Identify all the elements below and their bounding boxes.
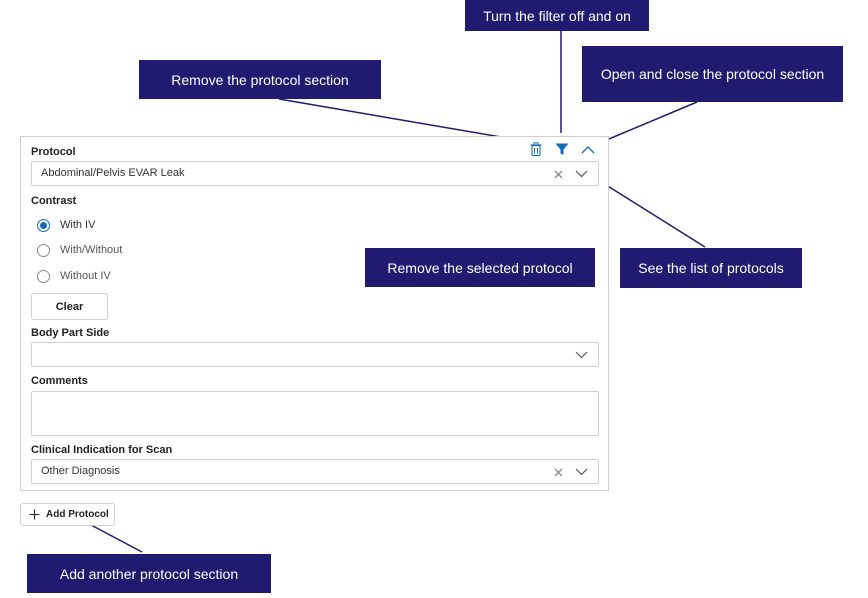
contrast-option-without-iv[interactable]: Without IV bbox=[37, 268, 111, 284]
callout-add-section: Add another protocol section bbox=[27, 554, 271, 593]
callout-see-list: See the list of protocols bbox=[620, 248, 802, 288]
comments-label: Comments bbox=[31, 375, 88, 387]
clinical-indication-label: Clinical Indication for Scan bbox=[31, 444, 173, 456]
contrast-option-with-iv[interactable]: With IV bbox=[37, 217, 95, 233]
comments-textarea[interactable] bbox=[31, 391, 599, 436]
clear-button[interactable]: Clear bbox=[31, 293, 108, 320]
callout-remove-selected: Remove the selected protocol bbox=[365, 248, 595, 287]
radio-label: With IV bbox=[60, 219, 96, 231]
body-part-side-select[interactable] bbox=[31, 342, 599, 367]
close-icon[interactable] bbox=[551, 465, 565, 479]
callout-open-close: Open and close the protocol section bbox=[582, 46, 843, 102]
body-part-side-label: Body Part Side bbox=[31, 327, 110, 339]
close-icon[interactable] bbox=[551, 167, 565, 181]
chevron-down-icon[interactable] bbox=[573, 167, 589, 181]
callout-filter: Turn the filter off and on bbox=[465, 0, 649, 31]
radio-label: With/Without bbox=[60, 244, 123, 256]
add-protocol-button[interactable]: Add Protocol bbox=[20, 503, 115, 526]
add-protocol-label: Add Protocol bbox=[46, 509, 109, 520]
radio-label: Without IV bbox=[60, 270, 111, 282]
contrast-label: Contrast bbox=[31, 195, 77, 207]
clinical-indication-select[interactable]: Other Diagnosis bbox=[31, 459, 599, 484]
protocol-value: Abdominal/Pelvis EVAR Leak bbox=[41, 167, 185, 179]
radio-button[interactable] bbox=[37, 218, 50, 232]
protocol-label: Protocol bbox=[31, 146, 76, 158]
chevron-up-icon[interactable] bbox=[580, 141, 596, 157]
radio-button[interactable] bbox=[37, 269, 50, 283]
trash-icon[interactable] bbox=[528, 141, 544, 157]
callout-remove-section: Remove the protocol section bbox=[139, 60, 381, 99]
plus-icon bbox=[29, 509, 40, 520]
filter-icon[interactable] bbox=[554, 141, 570, 157]
radio-button[interactable] bbox=[37, 243, 50, 257]
protocol-section: Protocol Abdominal/Pelvis EVAR Leak Cont… bbox=[20, 136, 609, 491]
clinical-indication-value: Other Diagnosis bbox=[41, 465, 120, 477]
contrast-option-with-without[interactable]: With/Without bbox=[37, 242, 122, 258]
chevron-down-icon[interactable] bbox=[573, 465, 589, 479]
chevron-down-icon[interactable] bbox=[573, 348, 589, 362]
protocol-select[interactable]: Abdominal/Pelvis EVAR Leak bbox=[31, 161, 599, 186]
